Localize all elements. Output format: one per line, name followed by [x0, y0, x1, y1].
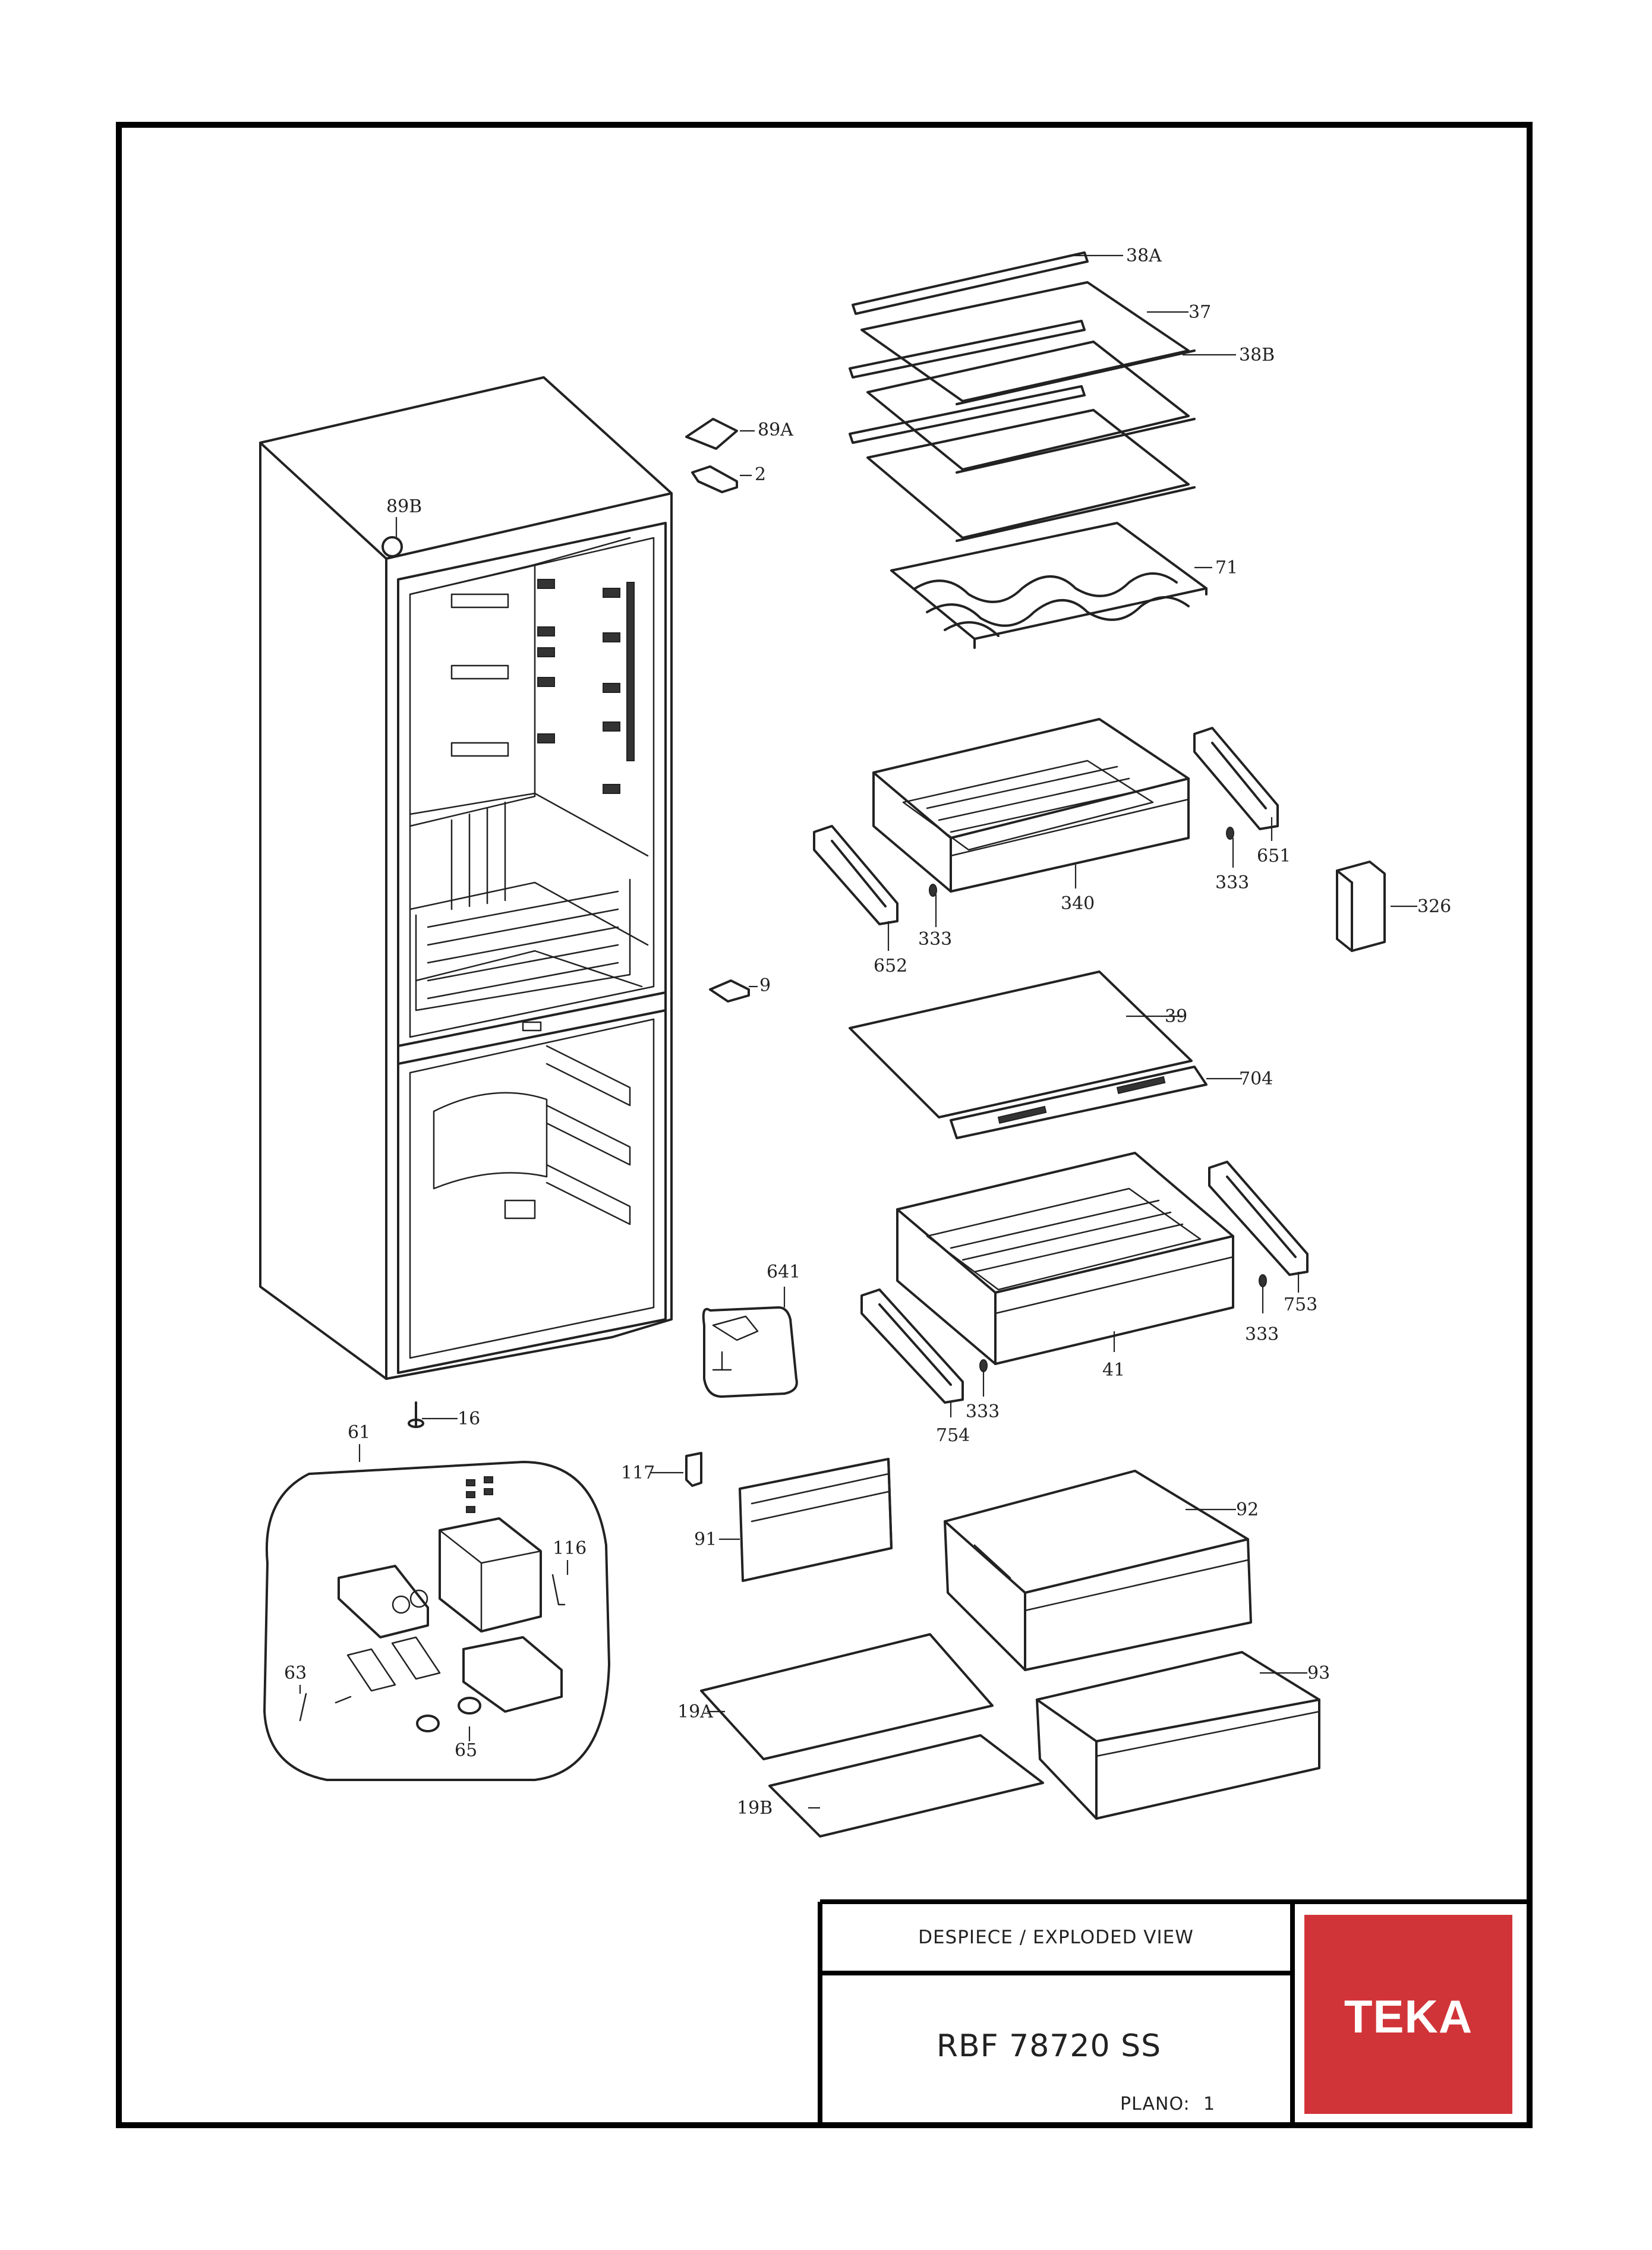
drawing-frame [116, 122, 1533, 2128]
callout-89A: 89A [758, 420, 793, 440]
teka-logo-box [1304, 1915, 1512, 2114]
freezer-flap-91 [739, 1458, 893, 1582]
drawer-rail-651 [1193, 727, 1279, 830]
callout-753: 753 [1284, 1294, 1317, 1315]
callout-16: 16 [458, 1408, 480, 1429]
callout-91: 91 [694, 1529, 717, 1550]
callout-38A: 38A [1126, 245, 1162, 266]
plano-number: 1 [1203, 2094, 1215, 2115]
callout-92: 92 [1236, 1499, 1259, 1520]
hinge-2 [691, 465, 738, 493]
glass-plate-19B [768, 1734, 1044, 1838]
callout-641: 641 [767, 1262, 800, 1282]
callout-63: 63 [284, 1663, 307, 1684]
callout-2: 2 [755, 464, 766, 485]
callout-326: 326 [1417, 896, 1451, 917]
refrigerator-cabinet [259, 376, 673, 1380]
freezer-drawer-93 [1036, 1651, 1320, 1820]
teka-logo: TEKA [1344, 1990, 1473, 2043]
detail-641 [702, 1306, 798, 1398]
hinge-cover-89A [685, 418, 738, 450]
model-number: RBF 78720 SS [937, 2028, 1161, 2064]
title-block-header: DESPIECE / EXPLODED VIEW [918, 1927, 1194, 1948]
callout-704: 704 [1239, 1069, 1273, 1089]
callout-652: 652 [874, 956, 907, 976]
callout-38B: 38B [1239, 345, 1275, 365]
callout-754: 754 [936, 1425, 970, 1446]
drawer-rail-652 [813, 825, 898, 925]
callout-93: 93 [1307, 1663, 1330, 1684]
callout-65: 65 [455, 1740, 477, 1761]
glass-shelves [849, 251, 1196, 542]
drawer-rail-754 [860, 1288, 964, 1404]
drawer-rail-753 [1208, 1161, 1309, 1276]
plano-label: PLANO: [1120, 2094, 1190, 2115]
callout-333-a: 333 [1215, 872, 1249, 893]
title-block: DESPIECE / EXPLODED VIEW RBF 78720 SS PL… [818, 1899, 1530, 2125]
callout-333-d: 333 [966, 1401, 1000, 1422]
freezer-drawer-92 [944, 1470, 1252, 1671]
callout-117: 117 [621, 1463, 655, 1483]
bracket-117 [685, 1452, 702, 1487]
detail-61 [263, 1461, 610, 1781]
callout-333-b: 333 [918, 929, 952, 950]
screw-16 [408, 1401, 424, 1428]
callout-61: 61 [348, 1422, 370, 1443]
callout-41: 41 [1102, 1360, 1125, 1381]
part-326 [1336, 861, 1386, 952]
callout-333-c: 333 [1245, 1324, 1279, 1345]
wine-rack [890, 522, 1208, 649]
callout-39: 39 [1165, 1006, 1187, 1027]
leader-lines [299, 254, 1417, 1809]
callout-89B: 89B [386, 496, 422, 517]
drawer-340 [872, 718, 1190, 893]
callout-651: 651 [1257, 846, 1291, 866]
callout-19B: 19B [737, 1798, 773, 1819]
callout-340: 340 [1061, 893, 1095, 914]
glass-shelf-39 [849, 970, 1208, 1139]
callout-19A: 19A [677, 1701, 713, 1722]
callout-37: 37 [1188, 302, 1211, 323]
callouts: 38A 37 38B 89A 2 89B 71 651 333 340 326 … [284, 245, 1451, 1819]
callout-9: 9 [759, 975, 771, 996]
hinge-9 [709, 979, 750, 1003]
callout-71: 71 [1215, 557, 1238, 578]
drawer-41 [896, 1152, 1234, 1365]
callout-116: 116 [553, 1538, 587, 1559]
glass-plate-19A [700, 1633, 994, 1760]
